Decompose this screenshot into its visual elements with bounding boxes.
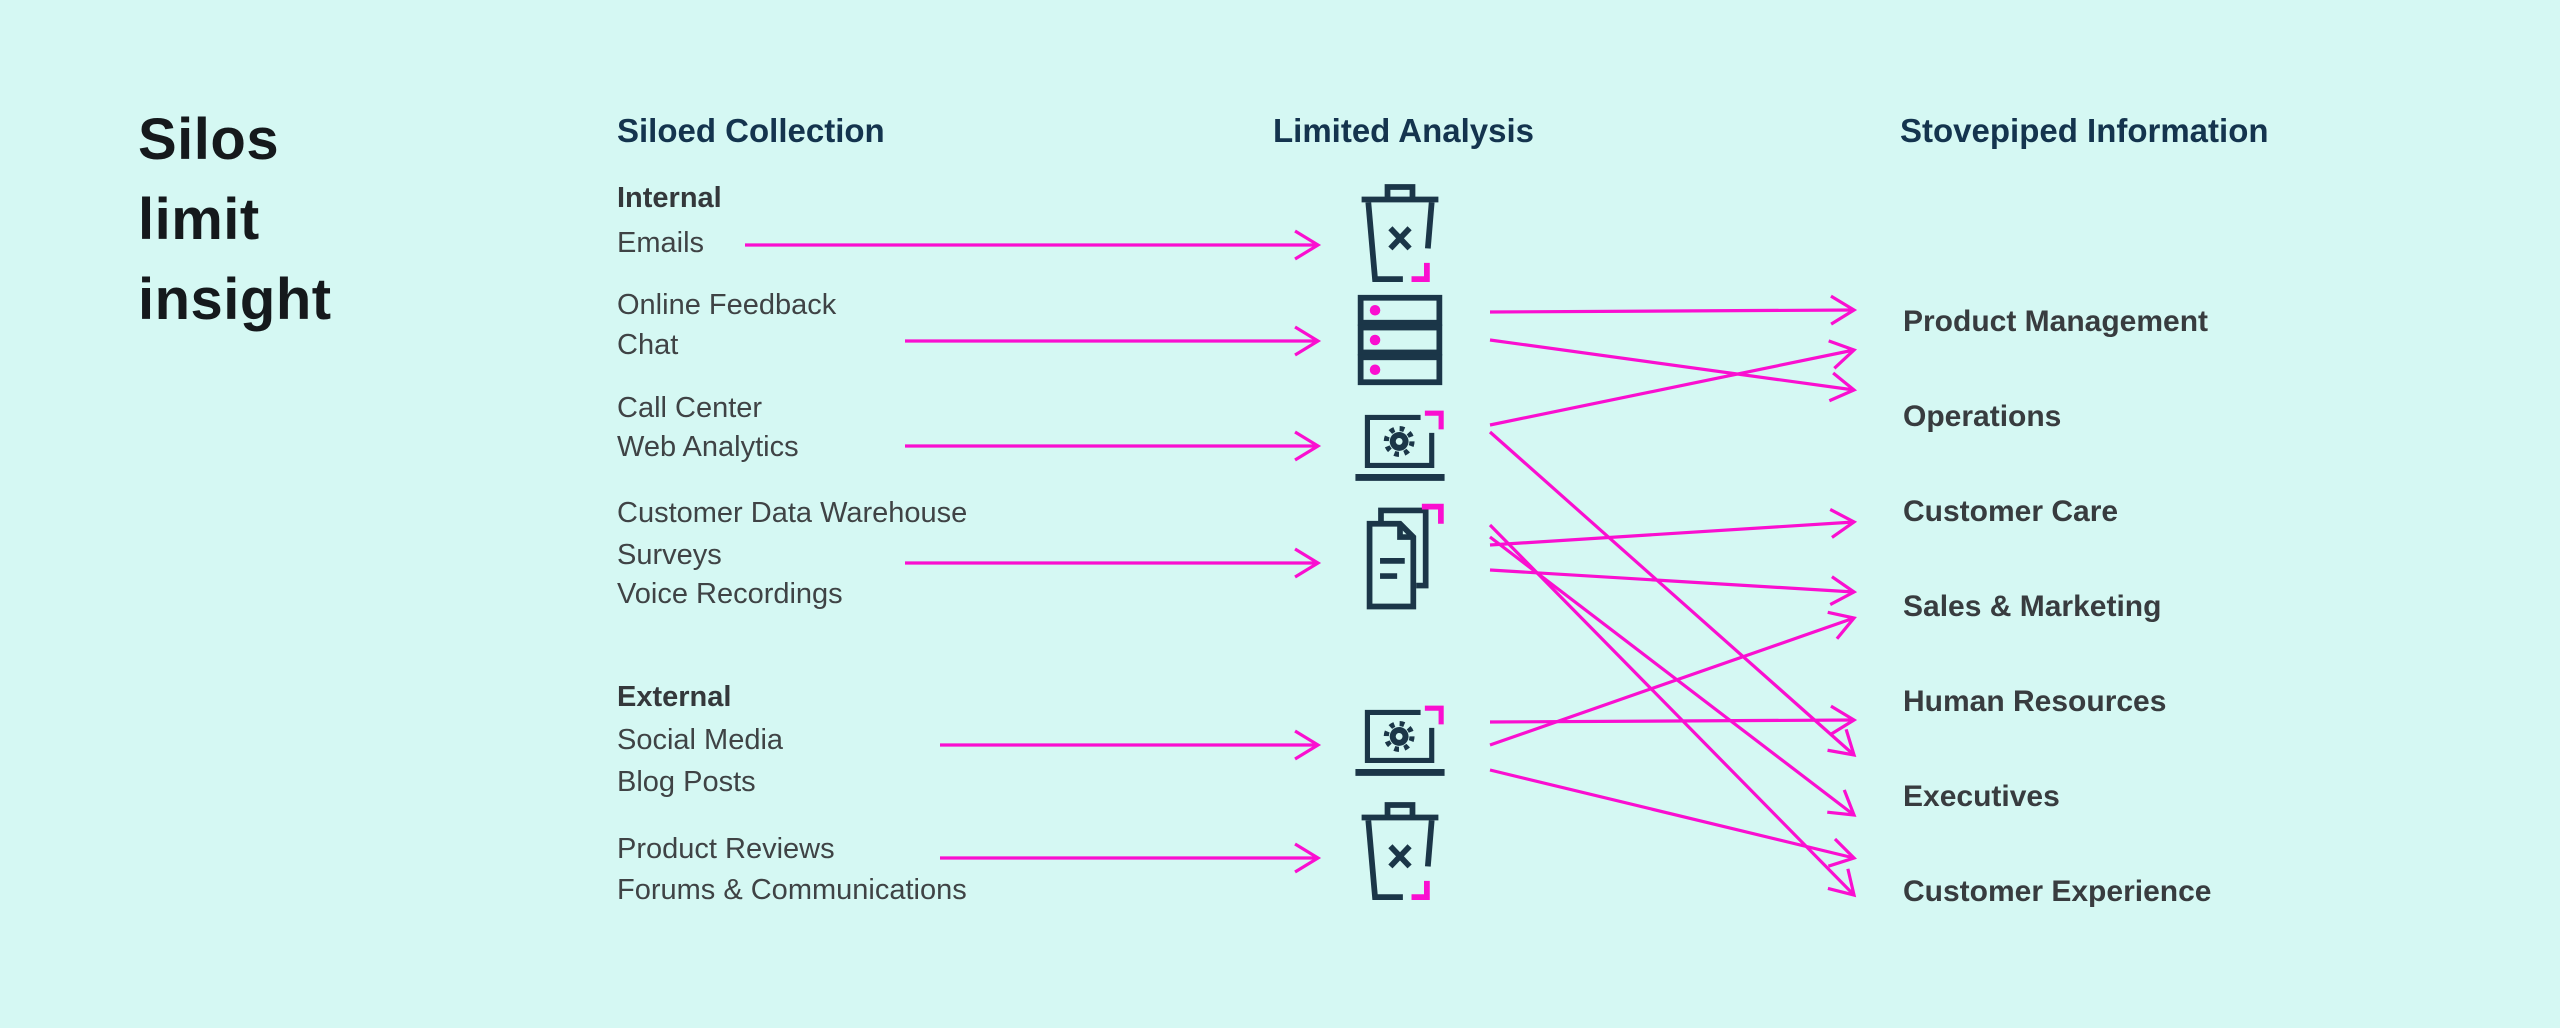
analysis-to-department-arrow — [1489, 339, 1858, 427]
source-item: Call Center — [617, 392, 763, 424]
trash-delete-icon — [1352, 177, 1448, 293]
source-item: Blog Posts — [617, 766, 756, 798]
source-item: Surveys — [617, 539, 722, 571]
analysis-to-department-arrow — [1489, 568, 1858, 607]
page-title-line: Silos — [138, 107, 280, 172]
source-item: Chat — [617, 329, 679, 361]
page-title-line: insight — [138, 267, 332, 332]
source-item: Forums & Communications — [617, 874, 967, 906]
page-title: Silos limit insight — [138, 100, 332, 340]
column-header-stovepiped-information: Stovepiped Information — [1900, 112, 2269, 149]
analysis-to-department-arrow — [1489, 535, 1857, 817]
source-item: Web Analytics — [617, 431, 799, 463]
source-item: Emails — [617, 227, 705, 259]
source-item: External — [617, 681, 732, 713]
department-item: Human Resources — [1903, 685, 2167, 718]
laptop-gear-icon — [1352, 392, 1448, 508]
department-item: Customer Care — [1903, 495, 2119, 528]
department-item: Executives — [1903, 780, 2060, 813]
department-item: Customer Experience — [1903, 875, 2212, 908]
laptop-gear-icon-2 — [1352, 687, 1448, 803]
analysis-to-department-arrow — [1488, 430, 1857, 758]
page-title-line: limit — [138, 187, 260, 252]
source-item: Online Feedback — [617, 289, 837, 321]
source-item: Voice Recordings — [617, 578, 843, 610]
trash-delete-icon-2 — [1352, 795, 1448, 911]
analysis-to-department-arrow — [1488, 523, 1857, 898]
documents-icon — [1352, 500, 1448, 616]
analysis-to-department-arrow — [1489, 704, 1858, 736]
analysis-to-department-arrow — [1489, 294, 1858, 326]
department-item: Product Management — [1903, 305, 2209, 338]
department-item: Sales & Marketing — [1903, 590, 2162, 623]
server-stack-icon — [1352, 282, 1448, 398]
analysis-to-department-arrow — [1489, 768, 1858, 868]
column-header-siloed-collection: Siloed Collection — [617, 112, 885, 149]
source-item: Product Reviews — [617, 833, 835, 865]
analysis-to-department-arrow — [1489, 508, 1858, 547]
analysis-to-department-arrow — [1489, 610, 1857, 747]
source-item: Social Media — [617, 724, 784, 756]
analysis-to-department-arrow — [1489, 338, 1858, 403]
department-item: Operations — [1903, 400, 2062, 433]
column-header-limited-analysis: Limited Analysis — [1273, 112, 1535, 149]
source-item: Internal — [617, 182, 722, 214]
source-item: Customer Data Warehouse — [617, 497, 968, 529]
